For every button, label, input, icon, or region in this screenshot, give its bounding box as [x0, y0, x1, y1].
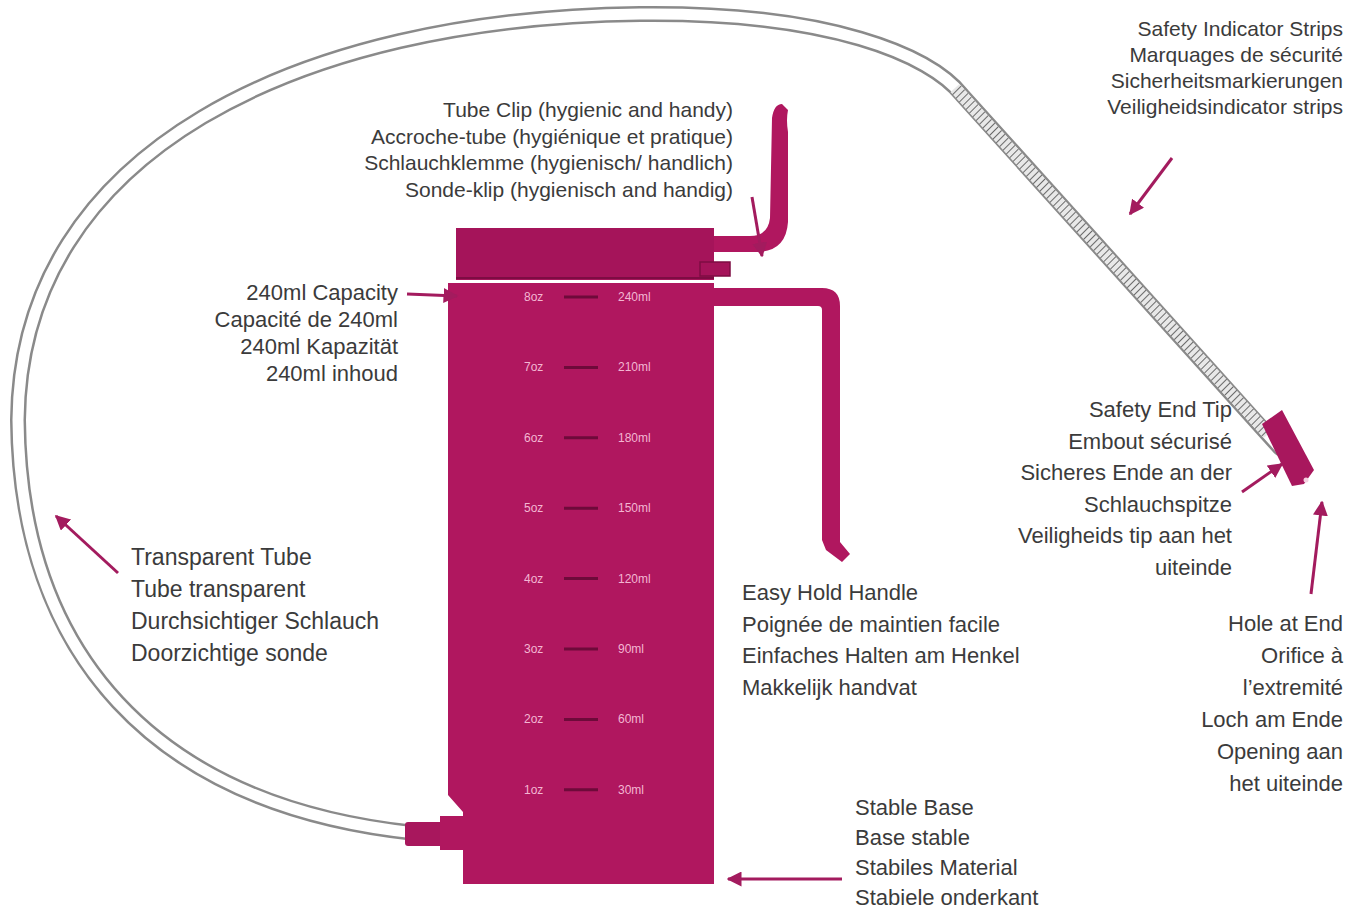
graduation-label: 5oz — [524, 501, 543, 515]
part-label: Safety End Tip — [1004, 394, 1232, 426]
safety-indicator-strips — [955, 88, 1268, 434]
graduation-label: 3oz — [524, 642, 543, 656]
graduation-tick — [564, 577, 598, 580]
part-label: Capacité de 240ml — [215, 306, 398, 333]
part-label: 240ml Kapazität — [215, 333, 398, 360]
graduation-tick — [564, 507, 598, 510]
part-label: Accroche-tube (hygiénique et pratique) — [364, 124, 733, 151]
part-label: 240ml inhoud — [215, 360, 398, 387]
graduation-label: 2oz — [524, 712, 543, 726]
graduation-tick — [564, 718, 598, 721]
part-label: 240ml Capacity — [215, 279, 398, 306]
part-label: Durchsichtiger Schlauch — [131, 605, 379, 637]
part-label: Tube transparent — [131, 573, 379, 605]
part-label: Transparent Tube — [131, 541, 379, 573]
part-label: Doorzichtige sonde — [131, 637, 379, 669]
label-group: Transparent TubeTube transparentDurchsic… — [131, 541, 379, 669]
safety-end-tip — [1262, 410, 1314, 486]
graduation-label: 7oz — [524, 360, 543, 374]
part-label: Base stable — [855, 823, 1038, 853]
graduation-label: 4oz — [524, 572, 543, 586]
easy-hold-handle — [710, 288, 850, 562]
tube-connector — [440, 816, 464, 850]
graduation-label: 180ml — [618, 431, 651, 445]
part-label: Schlauchklemme (hygienisch/ handlich) — [364, 150, 733, 177]
part-label: Stabiles Material — [855, 853, 1038, 883]
part-label: Poignée de maintien facile — [742, 609, 1020, 641]
part-label: Safety Indicator Strips — [1107, 16, 1343, 42]
graduation-tick — [564, 296, 598, 299]
graduation-label: 90ml — [618, 642, 644, 656]
part-label: Hole at End — [1185, 608, 1343, 640]
cup-body — [448, 283, 714, 884]
graduation-label: 210ml — [618, 360, 651, 374]
graduation-label: 150ml — [618, 501, 651, 515]
part-label: Sicherheitsmarkierungen — [1107, 68, 1343, 94]
part-label: Stable Base — [855, 793, 1038, 823]
label-group: Stable BaseBase stableStabiles MaterialS… — [855, 793, 1038, 913]
cup-lid — [456, 228, 714, 280]
part-label: Loch am Ende — [1185, 704, 1343, 736]
graduation-label: 6oz — [524, 431, 543, 445]
label-group: Tube Clip (hygienic and handy)Accroche-t… — [364, 97, 733, 203]
part-label: Tube Clip (hygienic and handy) — [364, 97, 733, 124]
graduation-label: 60ml — [618, 712, 644, 726]
part-label: Marquages de sécurité — [1107, 42, 1343, 68]
part-label: Makkelijk handvat — [742, 672, 1020, 704]
part-label: Einfaches Halten am Henkel — [742, 640, 1020, 672]
part-label: Orifice à l’extremité — [1185, 640, 1343, 704]
graduation-label: 8oz — [524, 290, 543, 304]
part-label: Easy Hold Handle — [742, 577, 1020, 609]
part-label: Veiligheidsindicator strips — [1107, 94, 1343, 120]
graduation-label: 1oz — [524, 783, 543, 797]
part-label: Opening aan het uiteinde — [1185, 736, 1343, 800]
part-label: Sicheres Ende an der Schlauchspitze — [1004, 457, 1232, 520]
graduation-tick — [564, 648, 598, 651]
label-group: Safety Indicator StripsMarquages de sécu… — [1107, 16, 1343, 120]
graduation-label: 240ml — [618, 290, 651, 304]
leader-arrows — [56, 158, 1322, 879]
label-group: Easy Hold HandlePoignée de maintien faci… — [742, 577, 1020, 703]
graduation-label: 120ml — [618, 572, 651, 586]
end-hole — [1304, 478, 1309, 483]
label-group: Safety End TipEmbout sécuriséSicheres En… — [1004, 394, 1232, 583]
part-label: Embout sécurisé — [1004, 426, 1232, 458]
graduation-tick — [564, 788, 598, 791]
tube-connector — [405, 822, 445, 846]
label-group: Hole at EndOrifice à l’extremitéLoch am … — [1185, 608, 1343, 800]
label-group: 240ml CapacityCapacité de 240ml240ml Kap… — [215, 279, 398, 387]
part-label: Veiligheids tip aan het uiteinde — [1004, 520, 1232, 583]
graduation-tick — [564, 366, 598, 369]
graduation-label: 30ml — [618, 783, 644, 797]
graduation-tick — [564, 436, 598, 439]
part-label: Sonde-klip (hygienisch and handig) — [364, 177, 733, 204]
part-label: Stabiele onderkant — [855, 883, 1038, 913]
